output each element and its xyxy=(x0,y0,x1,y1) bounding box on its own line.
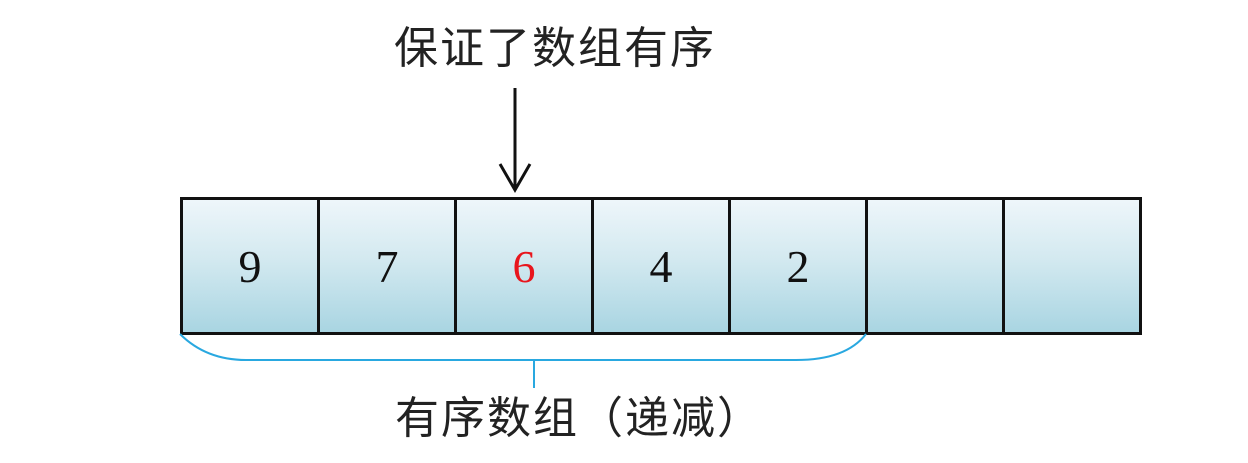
sorted-range-bracket xyxy=(179,333,867,388)
array-cell: 4 xyxy=(594,200,731,332)
array-cell-empty xyxy=(868,200,1005,332)
array-cell-empty xyxy=(1005,200,1142,332)
insertion-annotation-label: 保证了数组有序 xyxy=(394,23,716,74)
array-cell: 9 xyxy=(183,200,320,332)
sorted-array-label: 有序数组（递减） xyxy=(395,393,763,444)
array-cell: 7 xyxy=(320,200,457,332)
array-cell: 2 xyxy=(731,200,868,332)
down-arrow-icon xyxy=(498,88,532,194)
array-cell-highlighted: 6 xyxy=(457,200,594,332)
array: 9 7 6 4 2 xyxy=(180,197,1142,335)
